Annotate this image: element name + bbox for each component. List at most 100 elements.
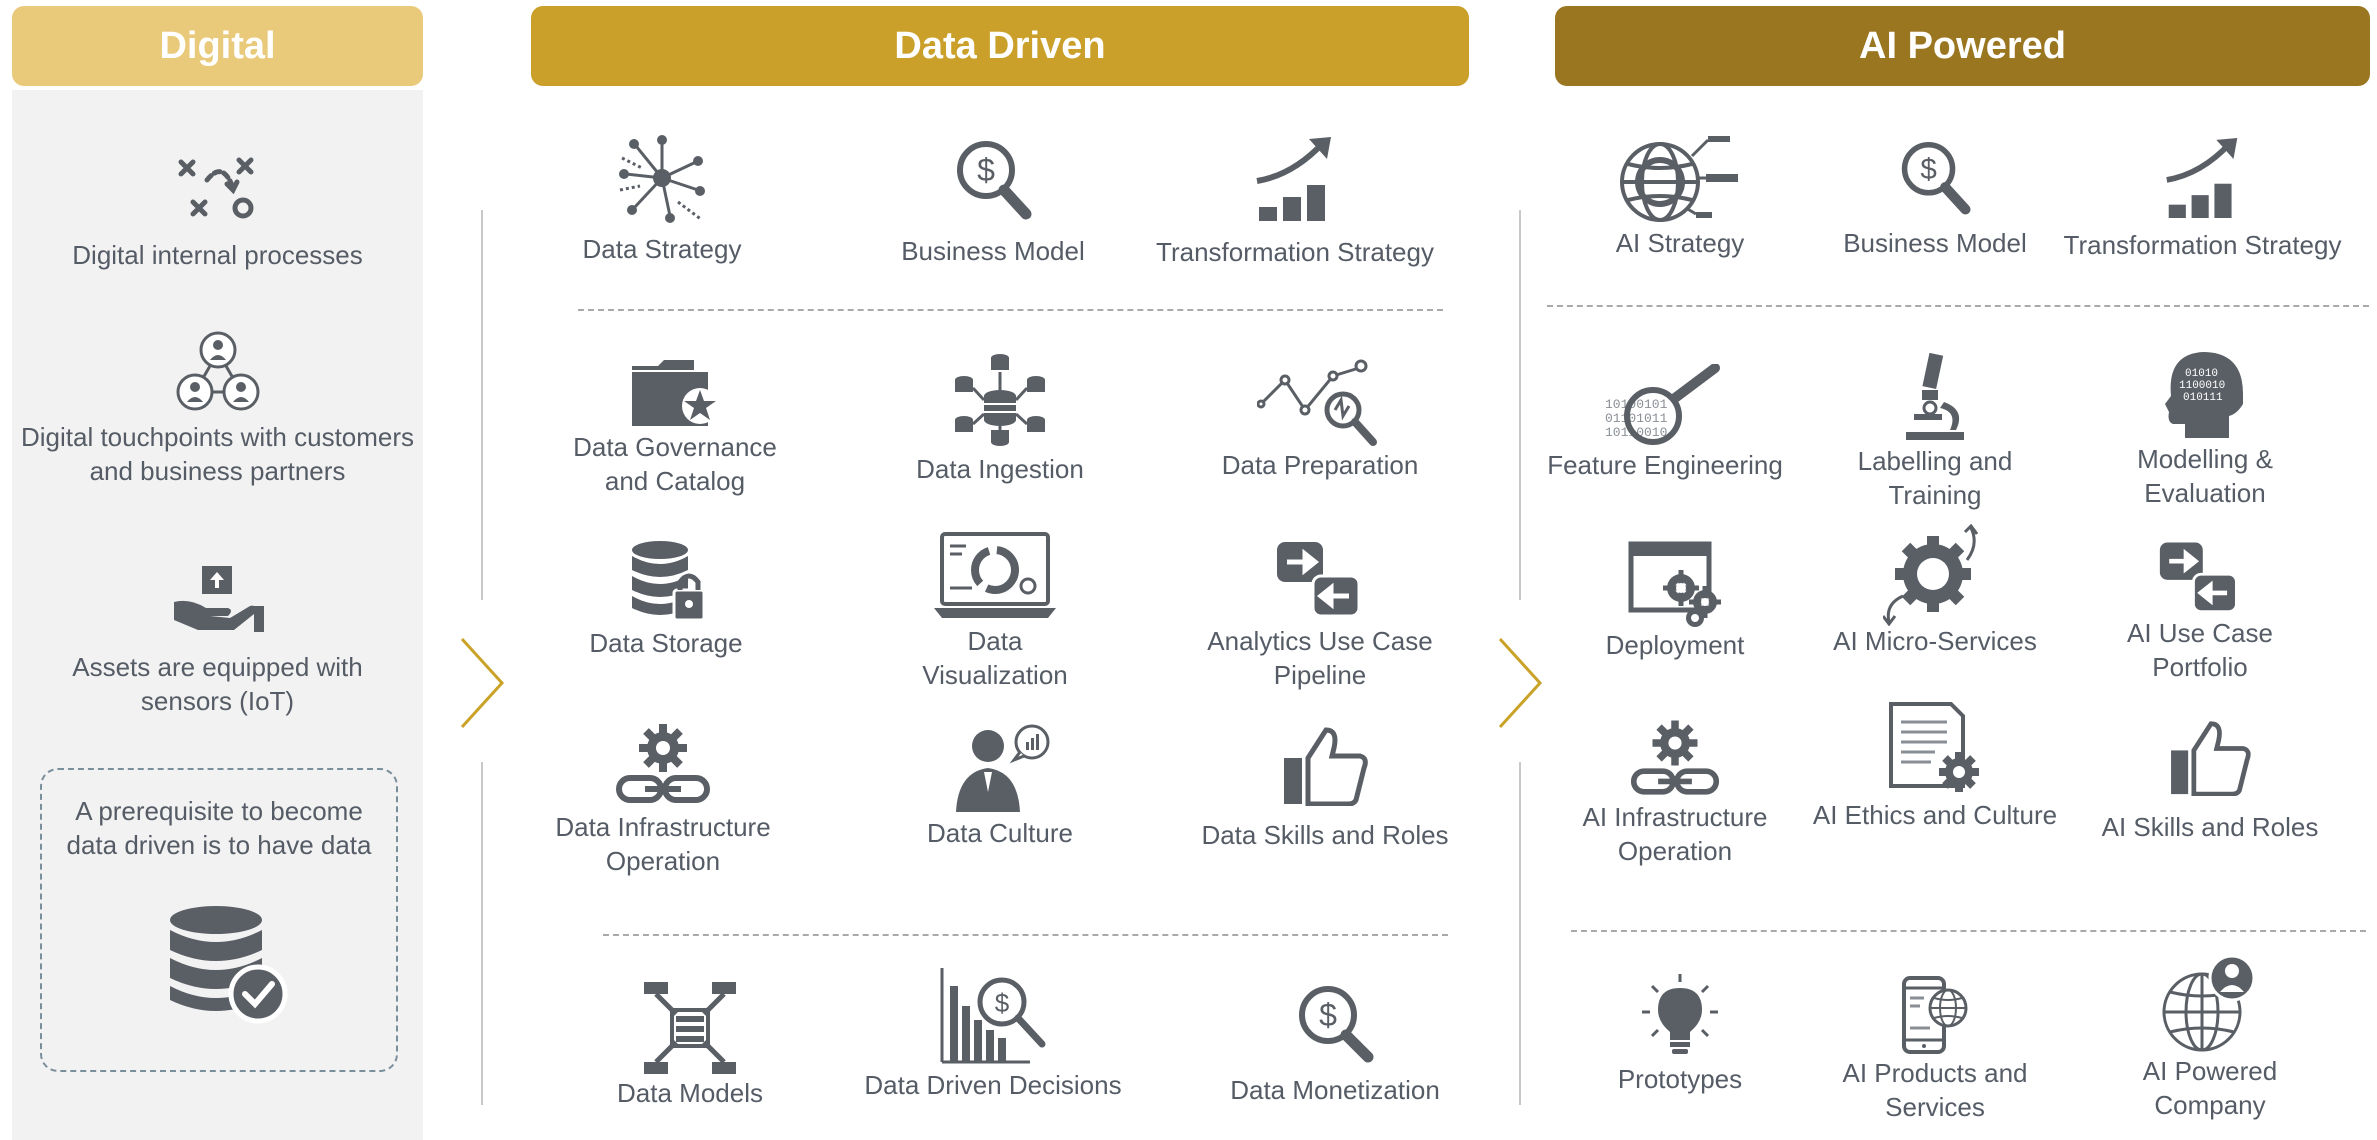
data-driven-decisions: $ Data Driven Decisions (848, 966, 1138, 1102)
data-infrastructure-line1: Data Infrastructure (555, 812, 771, 842)
prerequisite-box: A prerequisite to become data driven is … (40, 768, 398, 1072)
data-infrastructure-operation: Data Infrastructure Operation (543, 722, 783, 878)
dollar-magnifier-icon: $ (957, 141, 1032, 220)
document-gear-icon (1889, 702, 1979, 792)
dd-business-model-label: Business Model (901, 236, 1085, 266)
person-speech-icon (956, 724, 1050, 812)
data-storage: Data Storage (546, 540, 786, 660)
dashed-separator (578, 309, 1443, 311)
divider-line (481, 762, 483, 1105)
svg-text:10100101: 10100101 (1605, 397, 1668, 412)
ai-use-case-line1: AI Use Case (2127, 618, 2273, 648)
data-infrastructure-line2: Operation (605, 846, 721, 876)
analytics-use-case-pipeline: Analytics Use Case Pipeline (1190, 540, 1450, 692)
digital-item-touchpoints: Digital touchpoints with customers and b… (12, 330, 423, 488)
data-models: Data Models (570, 980, 810, 1110)
line-magnifier-icon (1257, 359, 1377, 446)
arrows-exchange-icon (2159, 542, 2238, 613)
divider-line (481, 210, 483, 600)
data-models-label: Data Models (617, 1078, 763, 1108)
data-driven-header: Data Driven (531, 6, 1469, 86)
svg-text:010111: 010111 (2183, 392, 2223, 404)
ai-micro-services: AI Micro-Services (1815, 524, 2055, 658)
ai-use-case-line2: Portfolio (2152, 652, 2248, 682)
dashed-separator (1571, 930, 2366, 932)
dashed-separator (603, 934, 1448, 936)
database-hub-icon (955, 354, 1045, 446)
modelling-line1: Modelling & (2137, 444, 2273, 474)
prerequisite-line1: A prerequisite to become (75, 796, 363, 826)
ai-transformation-strategy: Transformation Strategy (2050, 136, 2355, 262)
feature-engineering: 10100101 01101011 10110010 Feature Engin… (1545, 364, 1785, 482)
prototypes: Prototypes (1560, 972, 1800, 1096)
globe-person-icon (2162, 954, 2256, 1052)
digital-header: Digital (12, 6, 423, 86)
data-visualization-line1: Data (967, 626, 1023, 656)
dd-transformation-strategy-label: Transformation Strategy (1156, 237, 1434, 267)
svg-text:01010: 01010 (2185, 368, 2218, 380)
ai-infrastructure-operation: AI Infrastructure Operation (1555, 718, 1795, 868)
arrows-exchange-icon (1277, 542, 1361, 618)
ai-strategy: AI Strategy (1560, 132, 1800, 260)
svg-text:$: $ (977, 152, 995, 188)
dashed-separator (1547, 305, 2369, 307)
ai-products-and-services: AI Products and Services (1815, 976, 2055, 1124)
gear-chain-icon (1630, 720, 1720, 795)
prerequisite-text: A prerequisite to become data driven is … (42, 794, 396, 862)
modelling-line2: Evaluation (2144, 478, 2266, 508)
ai-ethics-label: AI Ethics and Culture (1812, 800, 2058, 830)
feature-engineering-label: Feature Engineering (1547, 450, 1783, 480)
data-driven-decisions-label: Data Driven Decisions (864, 1070, 1122, 1100)
network-burst-icon (619, 135, 705, 223)
data-preparation: Data Preparation (1200, 356, 1440, 482)
data-visualization: Data Visualization (875, 532, 1115, 692)
svg-text:$: $ (995, 988, 1010, 1018)
database-check-icon (170, 906, 288, 1024)
svg-text:1100010: 1100010 (2179, 380, 2225, 392)
data-skills-label: Data Skills and Roles (1201, 820, 1449, 850)
digital-item-label-line1: Digital touchpoints with customers (20, 422, 415, 452)
ai-business-model-label: Business Model (1843, 228, 2027, 258)
data-culture: Data Culture (880, 722, 1120, 850)
prototypes-label: Prototypes (1617, 1064, 1743, 1094)
head-binary-icon: 01010 1100010 010111 (2165, 352, 2243, 438)
laptop-chart-icon (934, 532, 1056, 618)
globe-flags-icon (1620, 136, 1738, 222)
ai-powered-header: AI Powered (1555, 6, 2370, 86)
chevron-right-icon (460, 637, 505, 729)
data-ingestion-label: Data Ingestion (916, 454, 1084, 484)
ai-powered-company-line2: Company (2154, 1090, 2266, 1120)
digital-item-processes: Digital internal processes (12, 150, 423, 272)
database-lock-icon (632, 541, 706, 622)
ai-micro-services-label: AI Micro-Services (1833, 626, 2037, 656)
ai-ethics-and-culture: AI Ethics and Culture (1800, 700, 2070, 832)
data-governance-line2: and Catalog (604, 466, 746, 496)
dd-business-model: $ Business Model (873, 138, 1113, 268)
ai-powered-company-line1: AI Powered (2142, 1056, 2278, 1086)
dd-transformation-strategy: Transformation Strategy (1140, 135, 1450, 269)
ai-transformation-strategy-label: Transformation Strategy (2063, 230, 2342, 260)
svg-text:$: $ (1319, 997, 1337, 1033)
ai-infrastructure-line2: Operation (1617, 836, 1733, 866)
ai-skills-and-roles: AI Skills and Roles (2085, 720, 2335, 844)
folder-star-icon (632, 360, 718, 426)
digital-item-label-line2: and business partners (89, 456, 346, 486)
ai-products-line2: Services (1885, 1092, 1985, 1122)
thumbs-up-icon (2171, 721, 2251, 796)
hand-box-icon (173, 566, 264, 632)
labelling-line2: Training (1888, 480, 1982, 510)
people-network-icon (176, 331, 259, 411)
prerequisite-line2: data driven is to have data (66, 830, 372, 860)
svg-text:$: $ (1920, 153, 1936, 186)
data-strategy: Data Strategy (552, 128, 772, 266)
data-monetization: $ Data Monetization (1205, 983, 1465, 1107)
data-governance: Data Governance and Catalog (555, 356, 795, 498)
growth-chart-icon (1256, 137, 1331, 221)
dollar-magnifier-icon: $ (1299, 986, 1374, 1063)
deployment-label: Deployment (1605, 630, 1745, 660)
data-governance-line1: Data Governance (573, 432, 777, 462)
microscope-icon (1906, 352, 1964, 440)
data-strategy-label: Data Strategy (582, 234, 742, 264)
bar-magnifier-icon: $ (940, 968, 1046, 1064)
dollar-magnifier-icon: $ (1901, 142, 1971, 215)
